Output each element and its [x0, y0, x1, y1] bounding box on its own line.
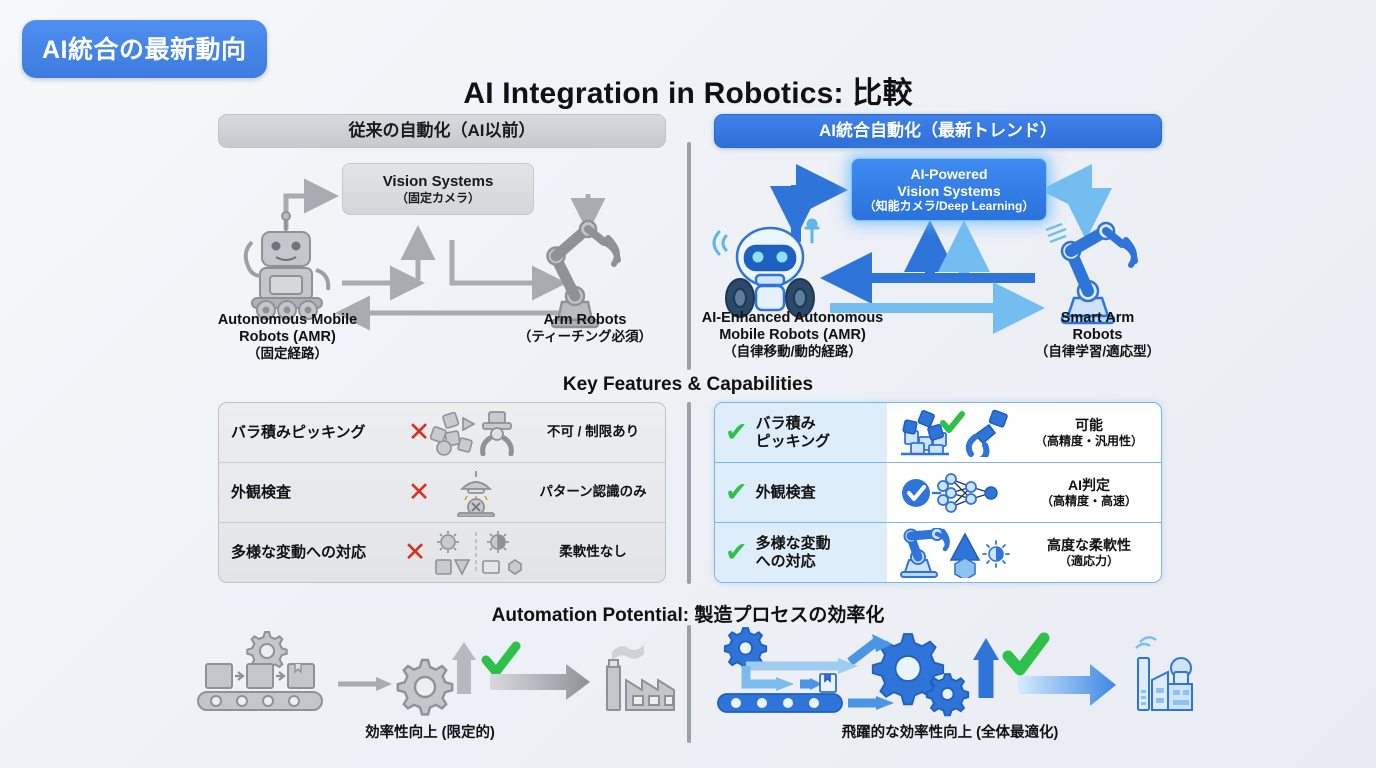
legacy-flow-arrows	[243, 178, 621, 331]
cross-icon: ✕	[403, 537, 427, 567]
center-divider-top	[687, 142, 691, 370]
section-heading-automation: Automation Potential: 製造プロセスの効率化	[491, 605, 885, 626]
inspection-lamp-icon	[457, 470, 496, 517]
cross-icon: ✕	[407, 417, 431, 447]
panel-header-ai: AI統合自動化（最新トレンド）	[714, 114, 1162, 148]
table-row: 多様な変動への対応 ✕	[219, 522, 665, 582]
legacy-vision-box: Vision Systems （固定カメラ）	[342, 163, 534, 215]
scattered-parts-gripper-icon	[430, 410, 515, 456]
feature-name-cell: ✔ 外観検査	[715, 463, 887, 522]
topic-badge: AI統合の最新動向	[22, 20, 267, 78]
adaptive-arm-shapes-icon	[900, 527, 1010, 578]
ai-amr-robot-icon	[712, 218, 820, 318]
feature-icon-cell	[887, 469, 1023, 517]
table-row: ✔ 外観検査	[715, 462, 1161, 522]
page-title: AI Integration in Robotics: 比較	[463, 77, 913, 110]
legacy-arm-robot-icon	[546, 219, 621, 329]
feature-icon-cell: ✕	[403, 410, 527, 456]
cross-icon: ✕	[407, 477, 431, 507]
feature-verdict: 高度な柔軟性 （適応力）	[1047, 536, 1131, 568]
feature-verdict: 可能 （高精度・汎用性）	[1034, 416, 1143, 448]
lighting-shapes-icon	[435, 530, 523, 576]
feature-name: 外観検査	[755, 483, 816, 501]
table-row: ✔ 多様な変動 への対応	[715, 522, 1161, 582]
table-row: 外観検査 ✕	[219, 462, 665, 522]
feature-table-ai: ✔ バラ積み ピッキング	[714, 402, 1162, 583]
ai-smart-arm-label: Smart Arm Robots （自律学習/適応型）	[1034, 310, 1161, 360]
ai-automation-icons	[717, 627, 1193, 717]
feature-icon-cell	[887, 409, 1023, 457]
feature-icon-cell: ✕	[403, 530, 527, 576]
feature-verdict: AI判定 （高精度・高速）	[1040, 476, 1137, 508]
table-row: ✔ バラ積み ピッキング	[715, 403, 1161, 462]
panel-header-legacy: 従来の自動化（AI以前）	[218, 114, 666, 148]
automation-caption-ai: 飛躍的な効率性向上 (全体最適化)	[841, 725, 1059, 741]
feature-name: バラ積みピッキング	[231, 423, 366, 441]
center-divider-bottom	[687, 625, 691, 743]
feature-verdict: 柔軟性なし	[559, 544, 627, 560]
legacy-automation-icons	[197, 631, 675, 716]
legacy-vision-sub: （固定カメラ）	[395, 190, 480, 205]
check-icon: ✔	[725, 477, 748, 507]
center-divider-middle	[687, 402, 691, 584]
feature-name: 多様な変動への対応	[231, 543, 367, 561]
check-icon: ✔	[725, 537, 748, 567]
ai-amr-label: AI-Enhanced Autonomous Mobile Robots (AM…	[701, 310, 884, 360]
ai-flow-arrows	[712, 163, 1138, 335]
flow-diagram-legacy: Vision Systems （固定カメラ） Autonomous Mobile…	[190, 150, 690, 365]
feature-name-cell: ✔ バラ積み ピッキング	[715, 403, 887, 462]
automation-ai: 飛躍的な効率性向上 (全体最適化)	[700, 622, 1200, 742]
flow-diagram-ai: AI-Powered Vision Systems （知能カメラ/Deep Le…	[690, 150, 1190, 365]
table-row: バラ積みピッキング ✕	[219, 403, 665, 462]
feature-name-cell: ✔ 多様な変動 への対応	[715, 523, 887, 582]
ai-smart-arm-icon	[1045, 221, 1138, 325]
ai-vision-title-2: Vision Systems	[897, 182, 1001, 199]
section-heading-features: Key Features & Capabilities	[562, 374, 814, 395]
feature-name: 多様な変動 への対応	[755, 535, 831, 570]
ai-vision-box: AI-Powered Vision Systems （知能カメラ/Deep Le…	[851, 158, 1047, 222]
feature-icon-cell	[887, 527, 1023, 578]
feature-icon-cell: ✕	[403, 469, 527, 517]
automation-caption-legacy: 効率性向上 (限定的)	[365, 725, 495, 741]
neural-network-check-icon	[902, 472, 998, 513]
legacy-vision-title: Vision Systems	[382, 173, 494, 190]
legacy-arm-label: Arm Robots （ティーチング必須）	[517, 312, 653, 345]
feature-verdict: 不可 / 制限あり	[546, 424, 640, 440]
feature-verdict: パターン認識のみ	[539, 484, 647, 500]
automation-legacy: 効率性向上 (限定的)	[180, 622, 680, 742]
feature-name: 外観検査	[231, 483, 292, 501]
check-icon: ✔	[725, 417, 748, 447]
bin-picking-ai-icon	[901, 409, 1008, 457]
legacy-amr-label: Autonomous Mobile Robots (AMR) （固定経路）	[217, 312, 358, 362]
ai-vision-sub: （知能カメラ/Deep Learning）	[863, 199, 1035, 214]
legacy-amr-robot-icon	[243, 211, 331, 320]
feature-table-legacy: バラ積みピッキング ✕	[218, 402, 666, 583]
ai-vision-title-1: AI-Powered	[910, 166, 988, 182]
feature-name: バラ積み ピッキング	[755, 415, 831, 450]
